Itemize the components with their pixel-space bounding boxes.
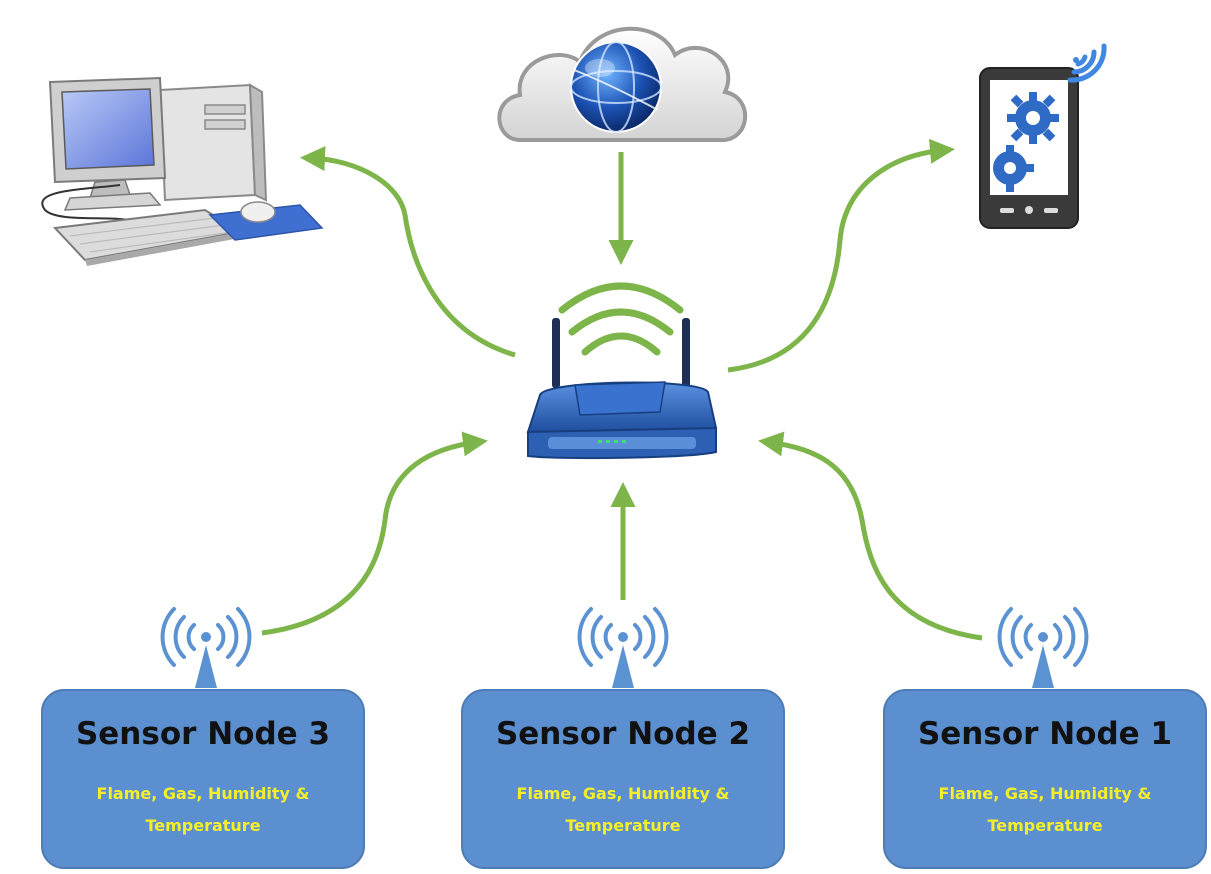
arrow-node3-to-router: [261, 431, 488, 636]
wireless-antenna-icon: [997, 607, 1089, 688]
node-sensors-line2: Temperature: [987, 816, 1103, 835]
node-sensors-line1: Flame, Gas, Humidity &: [96, 784, 310, 803]
wireless-antenna-icon: [160, 607, 252, 688]
node-title: Sensor Node 2: [495, 716, 751, 752]
sensor-node-2: [461, 607, 785, 869]
node-title: Sensor Node 1: [917, 716, 1173, 752]
sensor-node-1: [883, 607, 1207, 869]
node-sensors-line2: Temperature: [145, 816, 261, 835]
sensor-node-3-label: Sensor Node 3 Flame, Gas, Humidity & Tem…: [42, 690, 364, 868]
wifi-router-icon: [526, 282, 718, 460]
arrow-router-to-phone: [727, 138, 955, 373]
arrow-router-to-computer: [300, 146, 516, 358]
arrow-node1-to-router: [758, 431, 983, 641]
desktop-computer-icon: [41, 76, 324, 266]
node-sensors-line1: Flame, Gas, Humidity &: [516, 784, 730, 803]
node-sensors-line2: Temperature: [565, 816, 681, 835]
node-sensors-line1: Flame, Gas, Humidity &: [938, 784, 1152, 803]
sensor-node-3: [41, 607, 365, 869]
sensor-node-2-label: Sensor Node 2 Flame, Gas, Humidity & Tem…: [462, 690, 784, 868]
cloud-globe-icon: [497, 26, 748, 143]
wireless-antenna-icon: [577, 607, 669, 688]
sensor-node-1-label: Sensor Node 1 Flame, Gas, Humidity & Tem…: [884, 690, 1206, 868]
smartphone-gear-icon: [979, 43, 1107, 229]
node-title: Sensor Node 3: [75, 716, 331, 752]
connection-arrows: [261, 138, 983, 641]
